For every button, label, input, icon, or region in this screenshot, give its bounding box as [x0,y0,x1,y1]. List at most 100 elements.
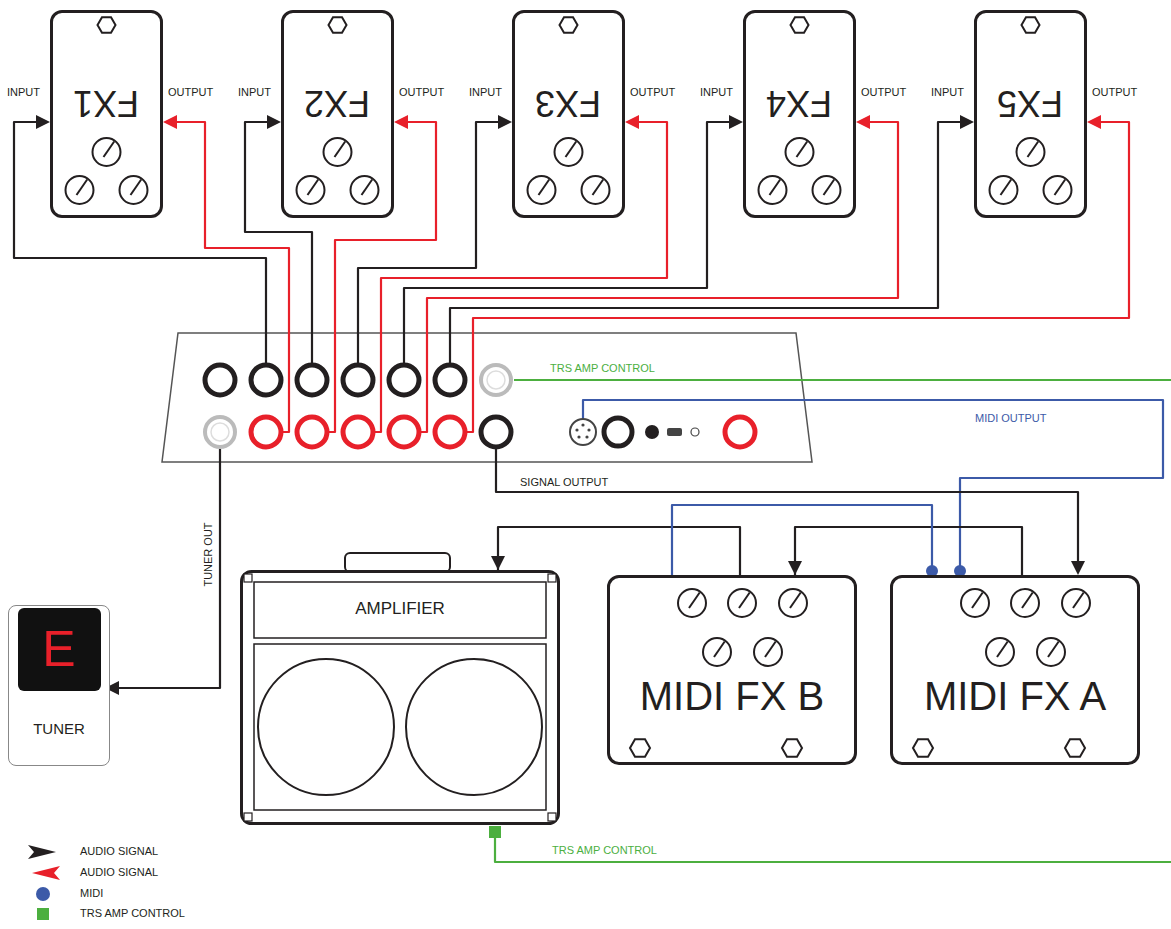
knob-pointer [1048,642,1059,658]
port-label: OUTPUT [168,86,213,99]
arrow-head [267,115,281,129]
amp-case [242,572,559,824]
arrow-head [498,115,512,129]
footswitch [1022,17,1040,33]
knob [728,589,756,617]
jack [251,365,281,395]
knob-pointer [1022,593,1033,609]
effect-pedal: FX5 [974,10,1087,218]
midi-pin [575,428,578,431]
corner-guard [548,574,556,582]
knob [986,638,1014,666]
knob-pointer [566,142,577,158]
knob [990,176,1018,204]
footswitch [98,17,116,33]
knob-pointer [972,593,983,609]
port-label: OUTPUT [630,86,675,99]
knob-pointer [1001,180,1012,196]
midi-pin [587,428,590,431]
knob [351,176,379,204]
legend-arrow [28,845,56,859]
knob [555,138,583,166]
knob [528,176,556,204]
knob [93,138,121,166]
trs-cable [514,379,1171,381]
corner-guard [244,813,252,821]
cable-label: TRS AMP CONTROL [552,844,657,857]
usb-port [667,428,682,436]
midi-pin [585,435,588,438]
tuner: ETUNER [8,605,110,766]
knob [813,176,841,204]
knob [324,138,352,166]
legend-dot [36,887,50,901]
amp-handle [345,553,450,572]
knob [297,176,325,204]
port-label: INPUT [469,86,502,99]
footswitch [630,739,650,756]
knob-pointer [593,180,604,196]
knob [754,638,782,666]
cable-label: TRS AMP CONTROL [550,362,655,375]
knob [786,138,814,166]
effect-pedal: FX2 [281,10,394,218]
midi-cable [672,505,932,575]
knob-pointer [797,142,808,158]
grey-jack [211,423,229,441]
midi-pin [577,435,580,438]
knob-pointer [104,142,115,158]
knob-pointer [539,180,550,196]
jack [604,418,632,446]
legend-label: MIDI [80,887,103,900]
legend-sample [24,904,64,924]
legend-swatch [37,908,49,920]
arrow-head [394,115,408,129]
arrow-head [1087,115,1101,129]
midi-pedal: MIDI FX B [607,575,857,765]
midi-cable [583,400,1163,572]
port-label: OUTPUT [399,86,444,99]
amp-label: AMPLIFIER [355,600,445,619]
pedal-label: FX5 [997,83,1063,123]
port-label: OUTPUT [861,86,906,99]
midi-art [610,578,854,762]
midi-socket [570,419,596,445]
midi-pin [581,423,584,426]
arrow-head [856,115,870,129]
knob [66,176,94,204]
knob-pointer [714,642,725,658]
arrow-head [163,115,177,129]
knob-pointer [997,642,1008,658]
jack [389,417,419,447]
port-label: INPUT [700,86,733,99]
pedal-label: FX4 [766,83,832,123]
footswitch [782,739,802,756]
jack [435,417,465,447]
port-label: OUTPUT [1092,86,1137,99]
grey-jack [481,365,511,395]
knob [1044,176,1072,204]
knob-pointer [335,142,346,158]
speaker [258,659,394,795]
legend-sample [24,842,64,862]
cable-label: TUNER OUT [202,505,215,605]
corner-guard [548,813,556,821]
power-socket [645,425,659,439]
knob [120,176,148,204]
jack [205,365,235,395]
legend-sample [24,884,64,904]
pedal-label: FX1 [73,83,139,123]
knob [582,176,610,204]
legend-arrow [32,866,60,880]
audio-cable [795,527,1022,575]
jack [725,417,755,447]
legend-label: AUDIO SIGNAL [80,866,158,879]
knob-pointer [824,180,835,196]
effect-pedal: FX4 [743,10,856,218]
footswitch [913,739,933,756]
arrow-head [960,115,974,129]
knob-pointer [689,593,700,609]
knob [1011,589,1039,617]
port-label: INPUT [7,86,40,99]
amplifier: AMPLIFIER [240,570,560,825]
